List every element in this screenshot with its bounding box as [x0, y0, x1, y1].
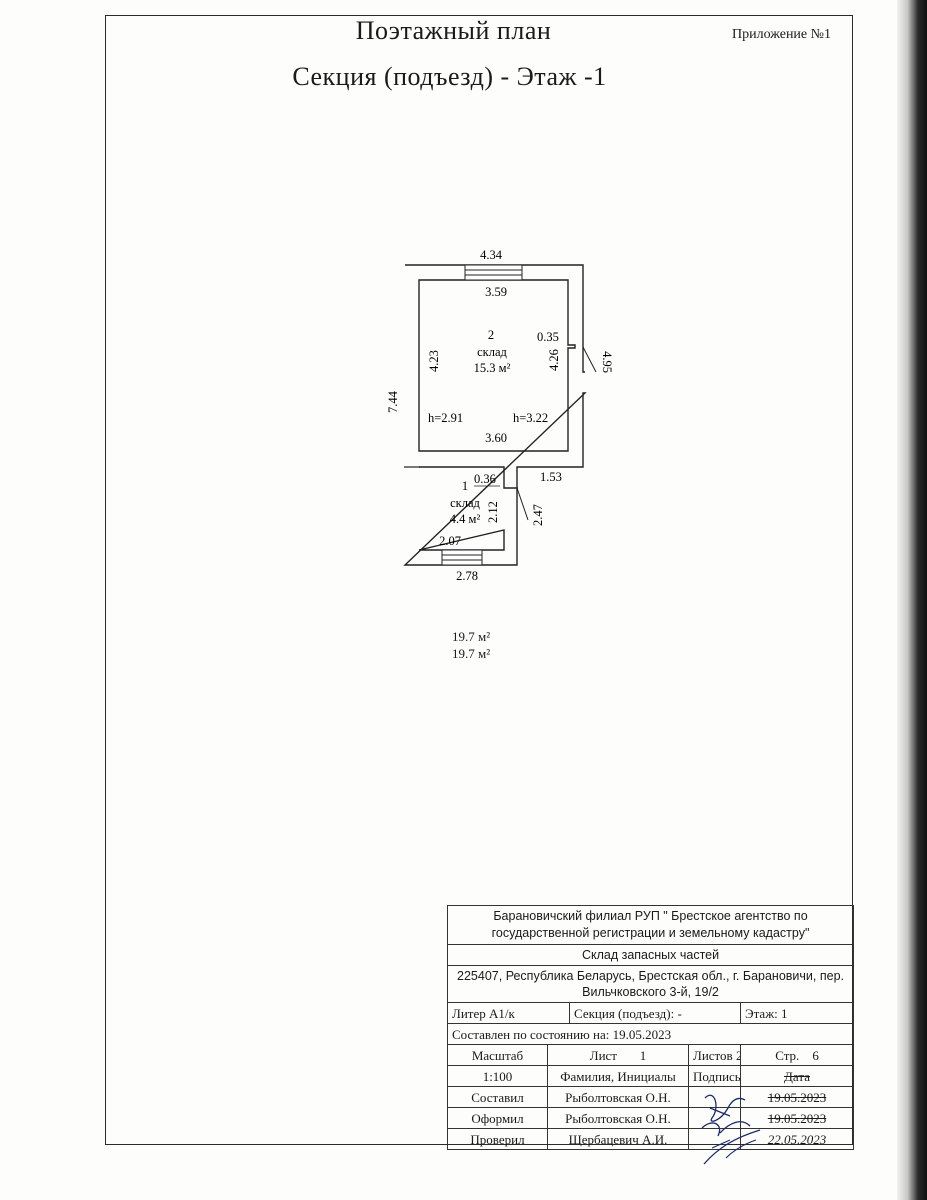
dim-right-1: 1.53 [540, 470, 562, 484]
liter: Литер А1/к [447, 1002, 570, 1024]
dim-left-inner: 4.23 [427, 350, 441, 372]
dim-top-outer: 4.34 [480, 248, 503, 262]
object-name: Склад запасных частей [446, 944, 855, 966]
dim-left-total: 7.44 [386, 390, 400, 413]
row-signature [688, 1128, 741, 1150]
total-area-2: 19.7 м² [452, 646, 491, 661]
sheets-count: Листов 2 [688, 1044, 741, 1066]
section: Секция (подъезд): - [569, 1002, 741, 1024]
row-name: Рыболтовская О.Н. [547, 1086, 689, 1108]
compiled-date: Составлен по состоянию на: 19.05.2023 [446, 1023, 855, 1045]
scale-label: Масштаб [447, 1044, 548, 1066]
room-2-number: 2 [488, 328, 494, 342]
scan-edge [897, 0, 927, 1200]
row-signature [688, 1107, 741, 1129]
page-number: 6 [812, 1047, 819, 1063]
room-1-number: 1 [462, 479, 468, 493]
window-bottom [441, 549, 483, 566]
row-role: Оформил [447, 1107, 548, 1129]
dim-bottom-outer-1: 2.78 [456, 569, 478, 583]
row-date: 19.05.2023 [739, 1086, 855, 1108]
row-name: Щербацевич А.И. [547, 1128, 689, 1150]
sheet-cell: Лист 1 [547, 1044, 689, 1066]
title-block: Барановичский филиал РУП " Брестское аге… [446, 905, 855, 1150]
dim-top-inner: 3.59 [485, 285, 507, 299]
door-outer-leaf [582, 346, 597, 373]
row-date: 22.05.2023 [739, 1128, 855, 1150]
organization: Барановичский филиал РУП " Брестское аге… [446, 905, 855, 945]
dim-inner-height-1: 2.12 [486, 501, 500, 523]
appendix-label: Приложение №1 [732, 27, 831, 42]
col-sign-header: Подпись [688, 1065, 741, 1087]
door-inner-leaf [516, 487, 529, 521]
sheet-number: 1 [639, 1047, 647, 1063]
dim-bottom-inner-1: 2.07 [439, 534, 461, 548]
floor: Этаж: 1 [739, 1002, 855, 1024]
address: 225407, Республика Беларусь, Брестская о… [446, 965, 855, 1003]
total-area-1: 19.7 м² [452, 629, 491, 644]
page-cell: Стр. 6 [739, 1044, 855, 1066]
height-right: h=3.22 [513, 411, 548, 425]
scale-value: 1:100 [447, 1065, 548, 1087]
col-date-header: Дата [739, 1065, 855, 1087]
dim-niche-1: 0.36 [474, 472, 496, 486]
dim-bottom-inner-2: 3.60 [485, 431, 507, 445]
dim-right-outer: 4.95 [600, 351, 614, 373]
room-2-area: 15.3 м² [474, 361, 511, 375]
row-role: Составил [447, 1086, 548, 1108]
row-date: 19.05.2023 [739, 1107, 855, 1129]
dim-niche-2: 0.35 [537, 330, 559, 344]
window-top [464, 264, 523, 281]
page-subtitle: Секция (подъезд) - Этаж -1 [292, 62, 607, 91]
sheet-label: Лист [589, 1047, 617, 1063]
dim-outer-height-1: 2.47 [531, 504, 545, 526]
room-1-area: 4.4 м² [450, 512, 481, 526]
floor-plan: 4.34 3.59 2 склад 15.3 м² 0.35 4.23 4.26… [386, 248, 614, 583]
row-name: Рыболтовская О.Н. [547, 1107, 689, 1129]
row-signature [688, 1086, 741, 1108]
room-2-inner-wall [418, 279, 576, 452]
height-left: h=2.91 [428, 411, 463, 425]
room-2-name: склад [477, 345, 507, 359]
dim-right-inner: 4.26 [547, 349, 561, 371]
row-role: Проверил [447, 1128, 548, 1150]
room-1-name: склад [450, 496, 480, 510]
col-name-header: Фамилия, Инициалы [547, 1065, 689, 1087]
page-title: Поэтажный план [355, 16, 552, 45]
page-label: Стр. [775, 1047, 800, 1063]
